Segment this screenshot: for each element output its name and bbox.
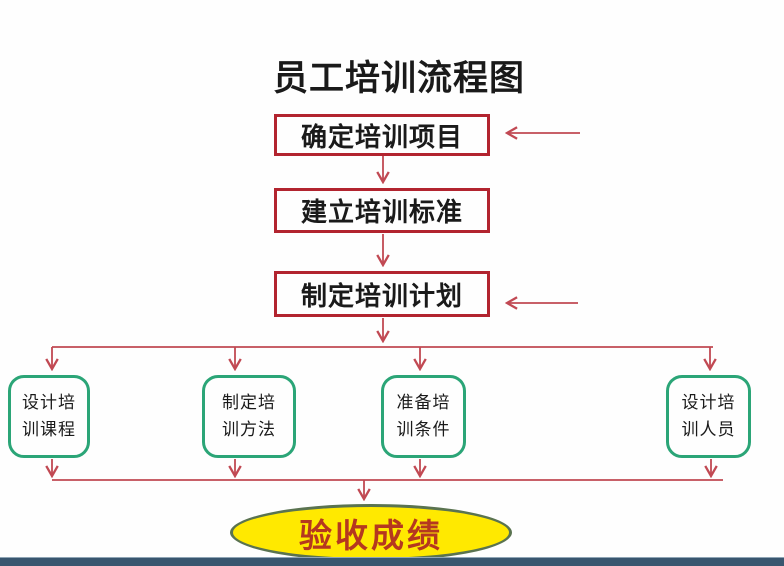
result-label: 验收成绩 (299, 516, 443, 554)
branch-label: 设计培 训课程 (22, 393, 76, 439)
step-box-formulate-training-plan: 制定培训计划 (274, 271, 490, 317)
step-label: 建立培训标准 (300, 197, 463, 227)
step-box-determine-training-project: 确定培训项目 (274, 114, 490, 156)
step-box-establish-training-standard: 建立培训标准 (274, 188, 490, 233)
branch-box-prepare-training-conditions: 准备培 训条件 (381, 375, 466, 458)
step-label: 制定培训计划 (300, 280, 463, 311)
branch-box-design-training-personnel: 设计培 训人员 (666, 375, 751, 458)
step-label: 确定培训项目 (300, 121, 463, 152)
branch-label: 设计培 训人员 (681, 393, 736, 439)
branch-box-design-training-courses: 设计培 训课程 (8, 375, 90, 458)
window-edge-bar (0, 557, 784, 566)
branch-box-formulate-training-methods: 制定培 训方法 (202, 375, 296, 458)
branch-label: 准备培 训条件 (396, 393, 451, 439)
result-ellipse-acceptance-score: 验收成绩 (230, 504, 512, 561)
branch-label: 制定培 训方法 (222, 393, 276, 439)
diagram-title: 员工培训流程图 (272, 59, 525, 98)
